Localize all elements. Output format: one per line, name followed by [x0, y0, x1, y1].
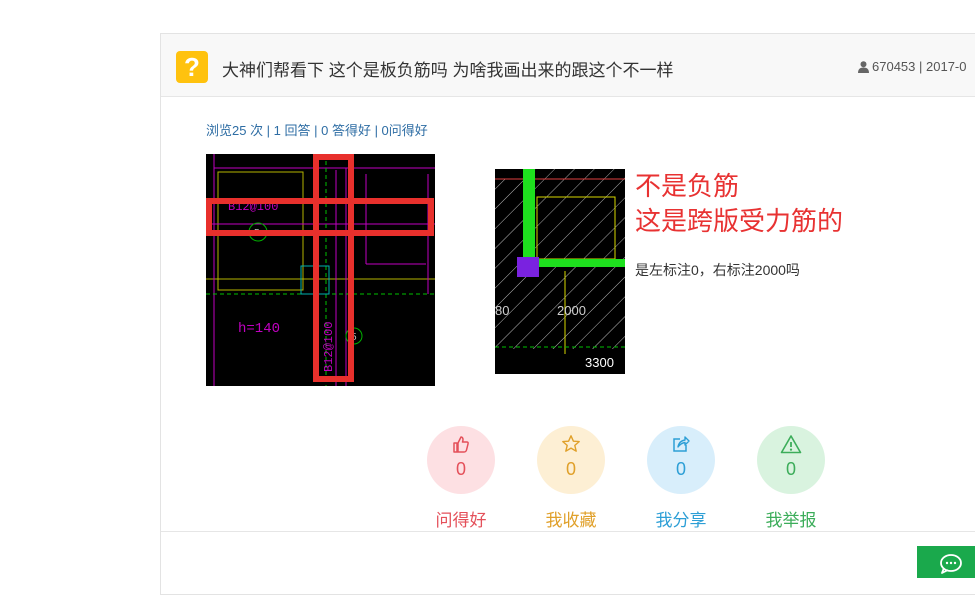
- answer-line-1: 不是负筋: [635, 171, 740, 201]
- star-icon: [562, 435, 580, 452]
- user-icon: [858, 61, 869, 73]
- chat-button[interactable]: [917, 546, 975, 578]
- report-button[interactable]: 0 我举报: [751, 426, 831, 531]
- favorite-button[interactable]: 0 我收藏: [531, 426, 611, 531]
- share-icon: [673, 436, 690, 452]
- dimension-left: 80: [495, 303, 509, 318]
- answer-comment: 是左标注0，右标注2000吗: [635, 262, 800, 278]
- good-question-label: 问得好: [435, 511, 487, 530]
- dimension-bottom: 3300: [585, 355, 614, 370]
- answer-line-2: 这是跨版受力筋的: [635, 206, 844, 236]
- favorite-label: 我收藏: [545, 511, 597, 530]
- rebar-label-vertical: B12@100: [322, 322, 336, 372]
- thumbs-up-icon: [453, 436, 469, 453]
- cad-drawing-image[interactable]: B12@100 h=140 B12@100 5 5: [206, 154, 435, 386]
- report-label: 我举报: [765, 511, 817, 530]
- question-stats: 浏览25 次 | 1 回答 | 0 答得好 | 0问得好: [206, 123, 428, 138]
- question-title: 大神们帮看下 这个是板负筋吗 为啥我画出来的跟这个不一样: [222, 61, 674, 80]
- favorite-count: 0: [565, 459, 576, 479]
- share-label: 我分享: [655, 511, 707, 530]
- question-card: ? 大神们帮看下 这个是板负筋吗 为啥我画出来的跟这个不一样 670453 | …: [160, 33, 975, 595]
- good-question-count: 0: [455, 459, 466, 479]
- cad-detail-image[interactable]: 80 2000 3300: [495, 169, 625, 374]
- question-meta: 670453 | 2017-0: [858, 59, 966, 74]
- author-name[interactable]: 670453: [872, 59, 916, 74]
- question-header: ? 大神们帮看下 这个是板负筋吗 为啥我画出来的跟这个不一样 670453 | …: [161, 34, 975, 97]
- section-divider: [161, 531, 975, 532]
- post-date: | 2017-0: [919, 59, 967, 74]
- slab-thickness-label: h=140: [238, 321, 280, 337]
- warning-icon: [780, 435, 802, 454]
- question-icon: ?: [176, 51, 208, 83]
- report-count: 0: [785, 459, 796, 479]
- dimension-middle: 2000: [557, 303, 586, 318]
- answer-highlight: 不是负筋 这是跨版受力筋的: [635, 169, 843, 239]
- share-count: 0: [675, 459, 686, 479]
- chat-bubble-icon: [940, 554, 962, 574]
- good-question-button[interactable]: 0 问得好: [421, 426, 501, 531]
- share-button[interactable]: 0 我分享: [641, 426, 721, 531]
